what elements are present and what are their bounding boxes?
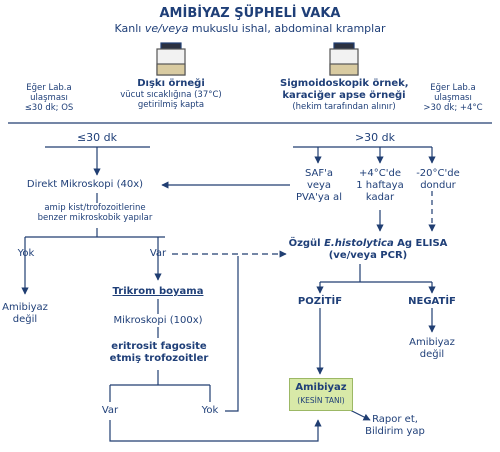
sigmo-sample-block: Sigmoidoskopik örnek, karaciğer apse örn… (280, 78, 409, 112)
no-amoebiasis-right: Amibiyaz değil (407, 337, 457, 361)
stool-sample-title: Dışkı örneği (137, 78, 205, 89)
direct-microscopy: Direkt Mikroskopi (40x) (26, 179, 144, 190)
cold-storage-option: +4°C'de 1 haftaya kadar (352, 168, 408, 204)
right-note-line: ulaşması (434, 93, 472, 104)
stool-container-icon (156, 42, 186, 76)
amip-description: amip kist/trofozoitlerine benzer mikrosk… (20, 203, 170, 223)
no-amib2-line: değil (419, 349, 445, 360)
yok-bottom-label: Yok (201, 405, 219, 416)
sigmo-sample-title: Sigmoidoskopik örnek, (280, 78, 409, 89)
elisa-em: E.histolytica (324, 238, 394, 249)
right-lab-note: Eğer Lab.a ulaşması >30 dk; +4°C (420, 83, 486, 114)
microscopy-100x: Mikroskopi (100x) (113, 315, 203, 326)
elisa-line-2: (ve/veya PCR) (328, 250, 408, 261)
left-note-line: Eğer Lab.a (26, 83, 72, 93)
sigmo-sample-desc: (hekim tarafından alınır) (292, 102, 396, 112)
report-instruction: Rapor et, Bildirim yap (355, 414, 435, 438)
subtitle-post: mukuslu ishal, abdominal kramplar (188, 22, 386, 35)
elisa-pre: Özgül (288, 238, 325, 249)
left-lab-note: Eğer Lab.a ulaşması ≤30 dk; OS (18, 83, 80, 114)
saf-line: SAF'a (304, 168, 333, 179)
left-note-line: ≤30 dk; OS (24, 103, 74, 114)
saf-option: SAF'a veya PVA'ya al (292, 168, 346, 204)
amip-desc-line: benzer mikroskobik yapılar (37, 213, 153, 224)
stool-sample-block: Dışkı örneği vücut sıcaklığına (37°C) ge… (110, 78, 232, 110)
report-line: Bildirim yap (365, 426, 425, 437)
amip-desc-line: amip kist/trofozoitlerine (44, 203, 146, 213)
subtitle-em: ve/veya (144, 22, 189, 35)
var-label: Var (149, 248, 167, 259)
yok-label: Yok (17, 248, 35, 259)
cold-line: kadar (365, 192, 395, 203)
elisa-post: Ag ELISA (393, 238, 448, 249)
freeze-option: -20°C'de dondur (410, 168, 466, 192)
saf-line: veya (306, 180, 332, 191)
page-subtitle: Kanlı ve/veya mukuslu ishal, abdominal k… (0, 22, 500, 35)
diagnosis-box: Amibiyaz (KESİN TANI) (289, 378, 353, 411)
erythro-line: etmiş trofozoitler (109, 353, 209, 364)
no-amib-line: Amibiyaz (2, 302, 48, 313)
negative-label: NEGATİF (408, 296, 456, 307)
gt30-label: >30 dk (354, 131, 396, 144)
diagnosis-title: Amibiyaz (295, 382, 347, 393)
stool-sample-desc: vücut sıcaklığına (37°C) (120, 90, 222, 100)
no-amib-line: değil (12, 314, 38, 325)
sigmo-sample-title: karaciğer apse örneği (282, 90, 406, 101)
lt30-label: ≤30 dk (76, 131, 118, 144)
report-line: Rapor et, (372, 414, 418, 425)
freeze-line: dondur (420, 180, 456, 191)
cold-line: 1 haftaya (356, 180, 404, 191)
freeze-line: -20°C'de (416, 168, 460, 179)
trichrome-stain: Trikrom boyama (112, 286, 204, 297)
var-bottom-label: Var (101, 405, 119, 416)
subtitle-pre: Kanlı (114, 22, 145, 35)
left-note-line: ulaşması (30, 93, 68, 104)
positive-label: POZİTİF (297, 296, 343, 307)
cold-line: +4°C'de (359, 168, 401, 179)
right-note-line: >30 dk; +4°C (423, 103, 483, 114)
diagnosis-definitive: (KESİN TANI) (297, 396, 345, 405)
saf-line: PVA'ya al (296, 192, 342, 203)
page-title: AMİBİYAZ ŞÜPHELİ VAKA (159, 6, 341, 21)
no-amoebiasis-left: Amibiyaz değil (0, 302, 50, 326)
erythro-line: eritrosit fagosite (111, 341, 207, 352)
erythrophagocytic-trophozoites: eritrosit fagosite etmiş trofozoitler (98, 341, 220, 365)
elisa-line-1: Özgül E.histolytica Ag ELISA (288, 238, 448, 250)
right-note-line: Eğer Lab.a (430, 83, 476, 93)
elisa-test: Özgül E.histolytica Ag ELISA (ve/veya PC… (288, 238, 448, 262)
stool-sample-desc: getirilmiş kapta (137, 100, 205, 111)
sample-container-icon (329, 42, 359, 76)
no-amib2-line: Amibiyaz (409, 337, 455, 348)
